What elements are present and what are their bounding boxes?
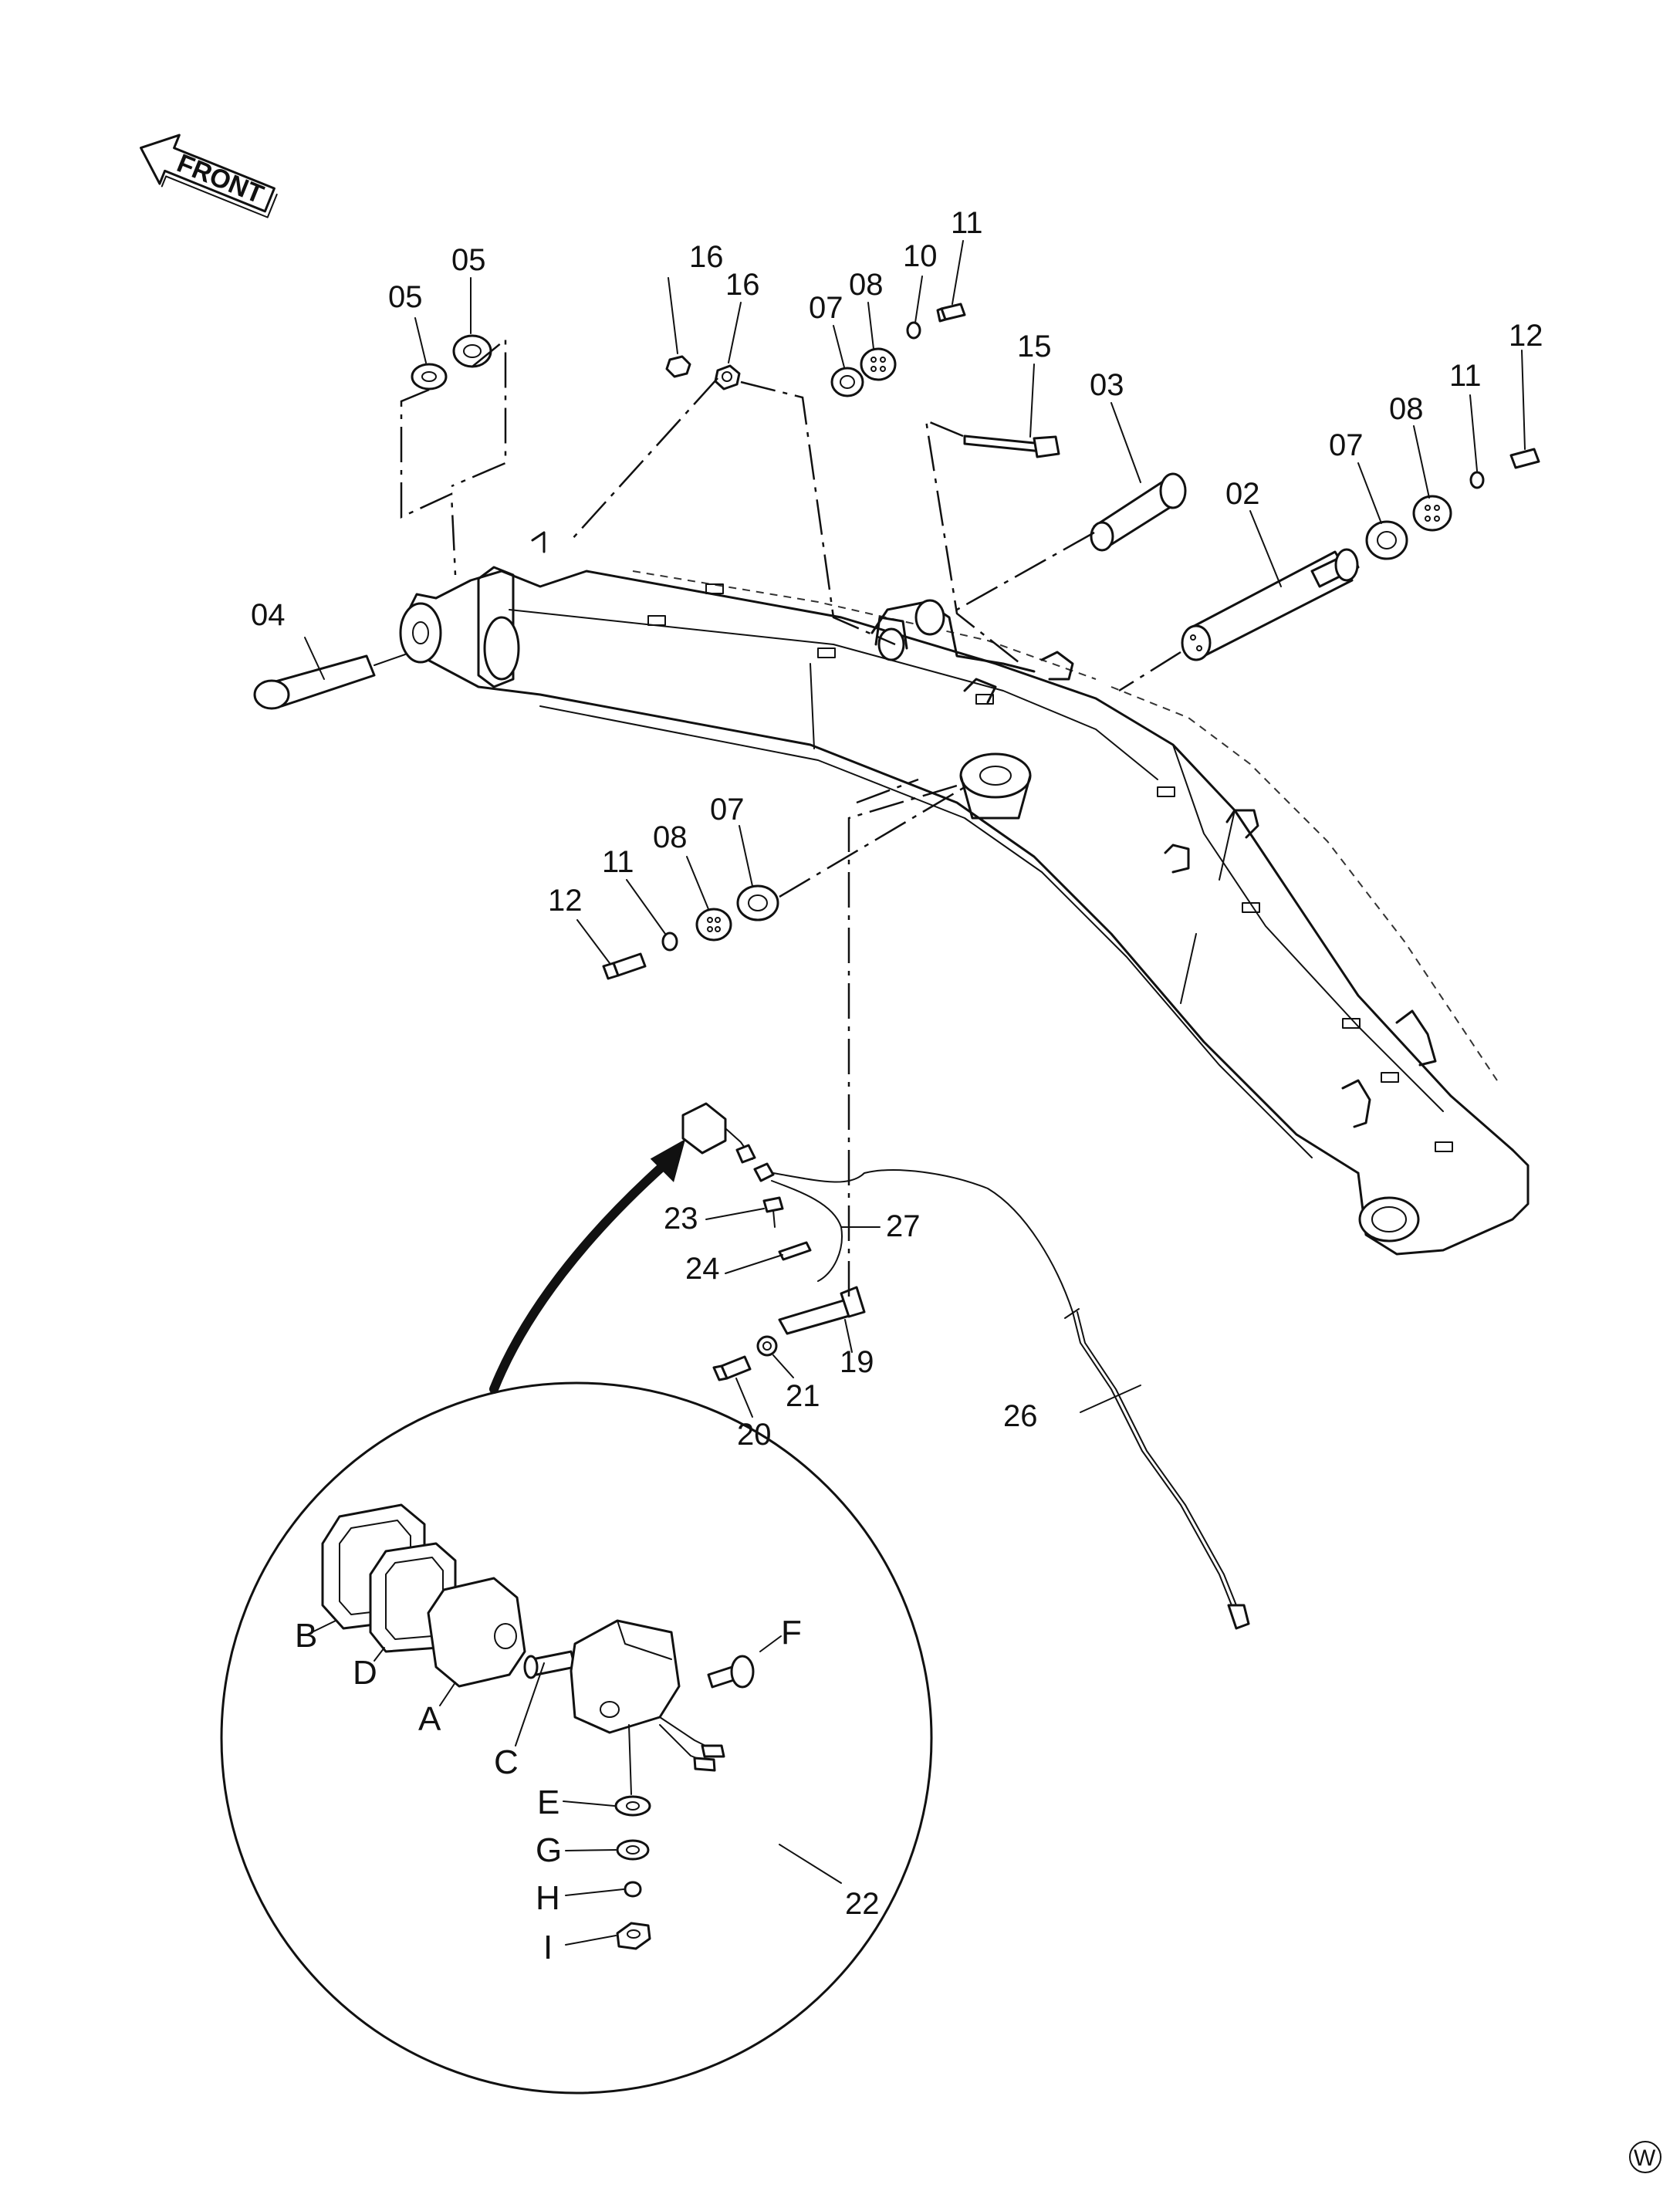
- callout-05-right: 05: [451, 243, 486, 277]
- callout-26: 26: [1003, 1399, 1038, 1433]
- nut-16-a: [665, 355, 691, 378]
- callout-15: 15: [1017, 330, 1052, 363]
- work-light-assembly: [681, 1102, 1073, 1313]
- callout-16-right: 16: [725, 268, 760, 302]
- callout-11-right: 11: [1449, 359, 1482, 393]
- callout-12-right: 12: [1509, 319, 1543, 353]
- callout-16-left: 16: [689, 240, 724, 274]
- bolt-12-right: [1509, 448, 1540, 469]
- bolt-12-bottom: [602, 952, 647, 980]
- cable-26: [1064, 1308, 1250, 1630]
- plate-10: [860, 347, 897, 381]
- detail-label-c: C: [494, 1743, 519, 1781]
- callout-12-top: 11: [951, 206, 983, 240]
- callout-21: 21: [786, 1379, 820, 1413]
- plate-08-bottom: [695, 908, 732, 942]
- lockwasher-11-bottom: [661, 932, 678, 952]
- spacer-07-top: [830, 367, 864, 397]
- plate-08-right: [1412, 495, 1452, 532]
- callout-11-top: 10: [903, 239, 938, 273]
- detail-label-i: I: [543, 1929, 553, 1966]
- callout-05-left: 05: [388, 280, 423, 314]
- callout-08-right: 08: [1389, 392, 1424, 426]
- callout-24: 24: [685, 1252, 720, 1286]
- spacer-07-right: [1365, 520, 1408, 560]
- pin-02: [1181, 548, 1360, 661]
- callout-03: 03: [1090, 368, 1124, 402]
- callout-11-bottom: 11: [602, 845, 634, 879]
- callout-labels: 04 05 05 16 16 07 08 10 11 15 03 02 07 0…: [251, 206, 1543, 1921]
- callout-04: 04: [251, 598, 286, 632]
- front-arrow-icon: FRONT: [140, 134, 278, 218]
- bolt-20: [712, 1355, 752, 1381]
- spacer-07-bottom: [736, 884, 779, 921]
- callout-08-bottom: 08: [653, 820, 688, 854]
- assembly-lines: [400, 337, 1181, 1297]
- callout-07-top: 07: [809, 291, 843, 325]
- detail-label-b: B: [295, 1617, 317, 1655]
- washer-05-left: [411, 363, 448, 391]
- detail-label-e: E: [537, 1784, 559, 1821]
- detail-label-h: H: [536, 1879, 560, 1917]
- callout-20: 20: [737, 1418, 772, 1452]
- detail-label-d: D: [353, 1654, 377, 1692]
- detail-label-g: G: [536, 1831, 562, 1869]
- detail-labels: B D A C F E G H I: [295, 1614, 802, 1966]
- callout-19: 19: [840, 1345, 874, 1379]
- bolt-12-top: [936, 303, 966, 323]
- detail-view-22: [220, 1138, 933, 2095]
- lockwasher-11-top: [906, 321, 921, 340]
- callout-07-bottom: 07: [710, 793, 745, 827]
- callout-27: 27: [886, 1209, 921, 1243]
- washer-05-right: [452, 334, 492, 368]
- bolt-23: [762, 1196, 784, 1228]
- callout-10: 08: [849, 268, 884, 302]
- washer-21: [756, 1335, 778, 1357]
- corner-mark: W: [1629, 2141, 1661, 2173]
- bracket-19: [778, 1286, 866, 1335]
- callout-23: 23: [664, 1202, 698, 1236]
- callout-12-bottom: 12: [548, 884, 583, 918]
- boom-body: [399, 531, 1530, 1256]
- front-arrow-label: FRONT: [173, 148, 268, 209]
- pin-03: [1090, 472, 1187, 552]
- clip-24: [778, 1241, 812, 1261]
- bolt-15: [963, 434, 1060, 458]
- lockwasher-11-right: [1469, 471, 1485, 489]
- corner-mark-letter: W: [1634, 2145, 1656, 2171]
- callout-02: 02: [1225, 477, 1260, 511]
- nut-16-b: [714, 364, 741, 391]
- foot-pin: [253, 654, 406, 710]
- leader-lines: [304, 240, 1526, 1418]
- callout-22: 22: [845, 1887, 880, 1921]
- detail-label-a: A: [418, 1700, 441, 1738]
- callout-07-right: 07: [1329, 428, 1364, 462]
- detail-label-f: F: [781, 1614, 802, 1652]
